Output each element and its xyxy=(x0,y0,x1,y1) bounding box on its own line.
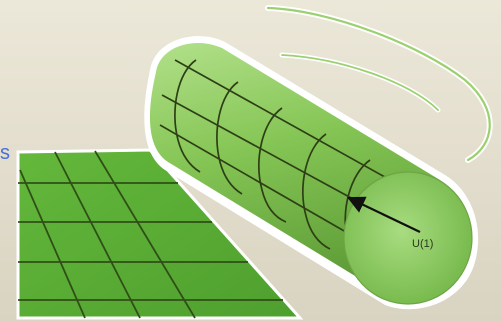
plane-grid xyxy=(18,150,283,319)
radius-arrow xyxy=(347,196,421,233)
cylinder xyxy=(144,36,479,310)
flat-plane xyxy=(16,148,304,320)
cylinder-end-cap xyxy=(343,171,473,305)
wrapping-loop xyxy=(265,5,493,163)
edge-text: s xyxy=(0,142,10,164)
circle-label: U(1) xyxy=(412,238,433,250)
